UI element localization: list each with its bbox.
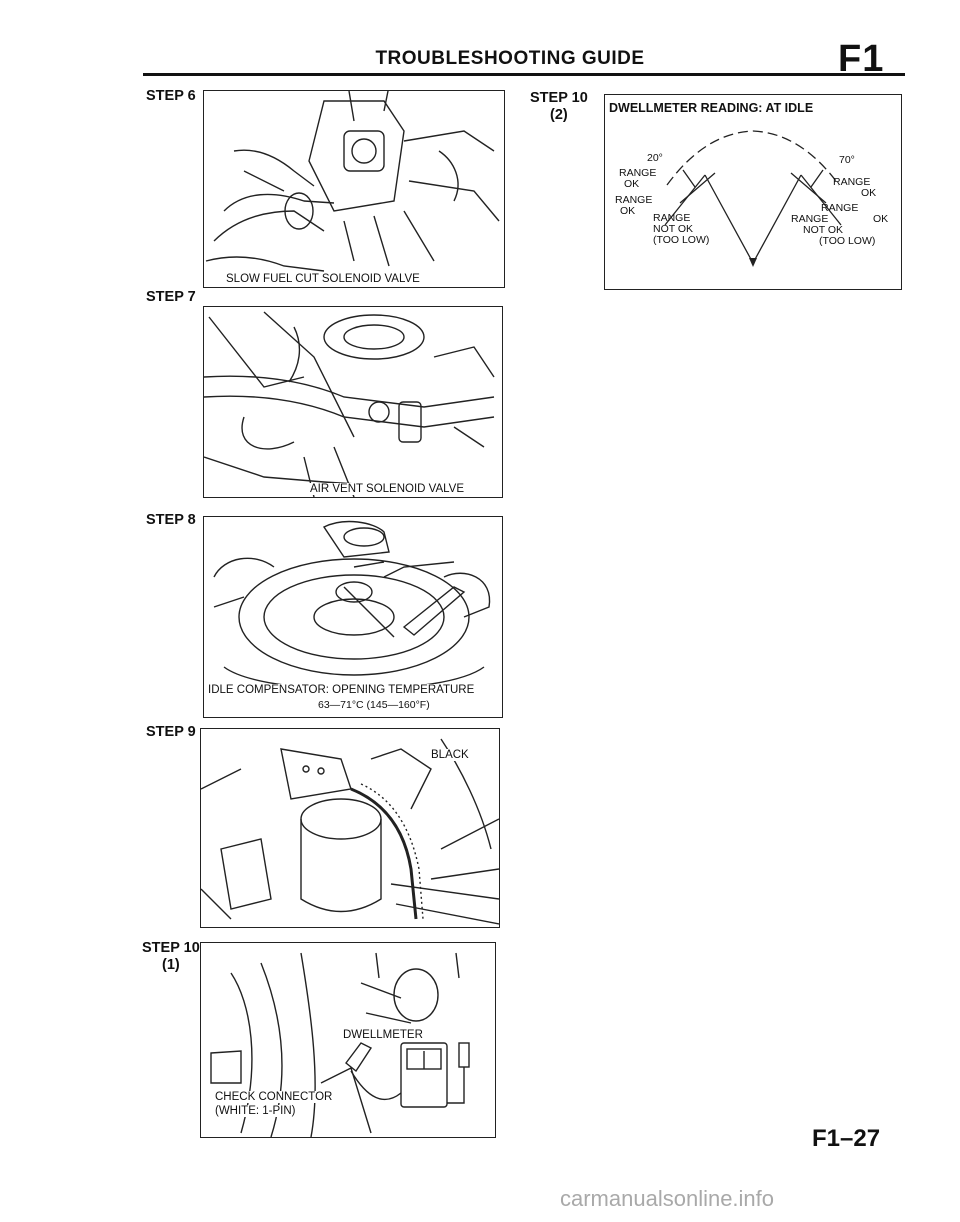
step-7-caption: AIR VENT SOLENOID VALVE	[308, 483, 467, 495]
range-not-ok-left-line2: NOT OK	[653, 223, 694, 235]
range-ok-right-upper-line2: OK	[861, 187, 877, 199]
range-not-ok-right-line1: RANGE	[791, 213, 829, 225]
step-10-2-sublabel: (2)	[550, 107, 568, 123]
step-10-2-label: STEP 10 (2)	[530, 90, 588, 124]
step-8-figure: IDLE COMPENSATOR: OPENING TEMPERATURE 63…	[203, 516, 503, 718]
range-ok-right-lower-ok: OK	[873, 213, 889, 225]
dial-label-20-deg: 20°	[647, 152, 663, 164]
range-ok-left-lower: RANGE OK	[615, 195, 652, 217]
step-10-1-illustration	[210, 952, 470, 1137]
range-ok-right-lower-line1: RANGE	[821, 202, 859, 214]
step-8-caption-line1: IDLE COMPENSATOR: OPENING TEMPERATURE	[206, 684, 477, 696]
header-rule	[143, 73, 905, 76]
range-not-ok-right: RANGE NOT OK (TOO LOW)	[791, 214, 875, 247]
step-7-label: STEP 7	[146, 289, 196, 305]
step-10-2-label-text: STEP 10	[530, 90, 588, 106]
watermark: carmanualsonline.info	[560, 1186, 775, 1211]
range-ok-right-upper-line1: RANGE	[833, 176, 871, 188]
range-not-ok-right-line2: NOT OK	[803, 224, 844, 236]
step-10-1-sublabel: (1)	[162, 957, 180, 973]
step-8-illustration	[213, 520, 491, 691]
range-ok-left-upper-line1: RANGE	[619, 167, 657, 179]
range-not-ok-left-line3: (TOO LOW)	[653, 234, 710, 246]
dwellmeter-reading-figure: DWELLMETER READING: AT IDLE 20° 70° RANG…	[604, 94, 902, 290]
range-ok-left-upper: RANGE OK	[619, 168, 656, 190]
step-10-1-label-text: STEP 10	[142, 940, 200, 956]
step-9-figure: BLACK	[200, 728, 500, 928]
dial-label-70-deg: 70°	[839, 154, 855, 166]
range-ok-right-upper: RANGE OK	[833, 177, 876, 199]
step-6-figure: SLOW FUEL CUT SOLENOID VALVE	[203, 90, 505, 288]
step-10-1-caption-connector: CHECK CONNECTOR	[213, 1091, 335, 1103]
step-9-label: STEP 9	[146, 724, 196, 740]
step-10-1-label: STEP 10 (1)	[142, 940, 200, 974]
step-9-illustration	[201, 738, 499, 925]
step-7-illustration	[204, 311, 495, 497]
dwellmeter-dial	[664, 130, 842, 267]
step-6-illustration	[205, 91, 500, 272]
range-ok-left-upper-line2: OK	[624, 178, 640, 190]
step-8-caption-line2: 63—71°C (145—160°F)	[316, 699, 432, 711]
dwellmeter-reading-title: DWELLMETER READING: AT IDLE	[609, 101, 814, 115]
range-ok-right-lower: RANGE	[821, 203, 858, 214]
step-7-figure: AIR VENT SOLENOID VALVE	[203, 306, 503, 498]
step-6-caption: SLOW FUEL CUT SOLENOID VALVE	[224, 273, 422, 285]
range-not-ok-right-line3: (TOO LOW)	[819, 235, 876, 247]
range-not-ok-left: RANGE NOT OK (TOO LOW)	[653, 213, 709, 246]
step-9-caption: BLACK	[429, 749, 471, 761]
range-ok-left-lower-line2: OK	[620, 205, 636, 217]
step-10-1-caption-meter: DWELLMETER	[341, 1029, 425, 1041]
step-8-label: STEP 8	[146, 512, 196, 528]
step-10-1-figure: DWELLMETER CHECK CONNECTOR (WHITE: 1-PIN…	[200, 942, 496, 1138]
page-title: TROUBLESHOOTING GUIDE	[375, 48, 645, 69]
range-not-ok-left-line1: RANGE	[653, 212, 691, 224]
step-10-1-caption-connector-type: (WHITE: 1-PIN)	[213, 1105, 298, 1117]
range-ok-left-lower-line1: RANGE	[615, 194, 653, 206]
step-6-label: STEP 6	[146, 88, 196, 104]
page-number: F1–27	[812, 1125, 881, 1152]
